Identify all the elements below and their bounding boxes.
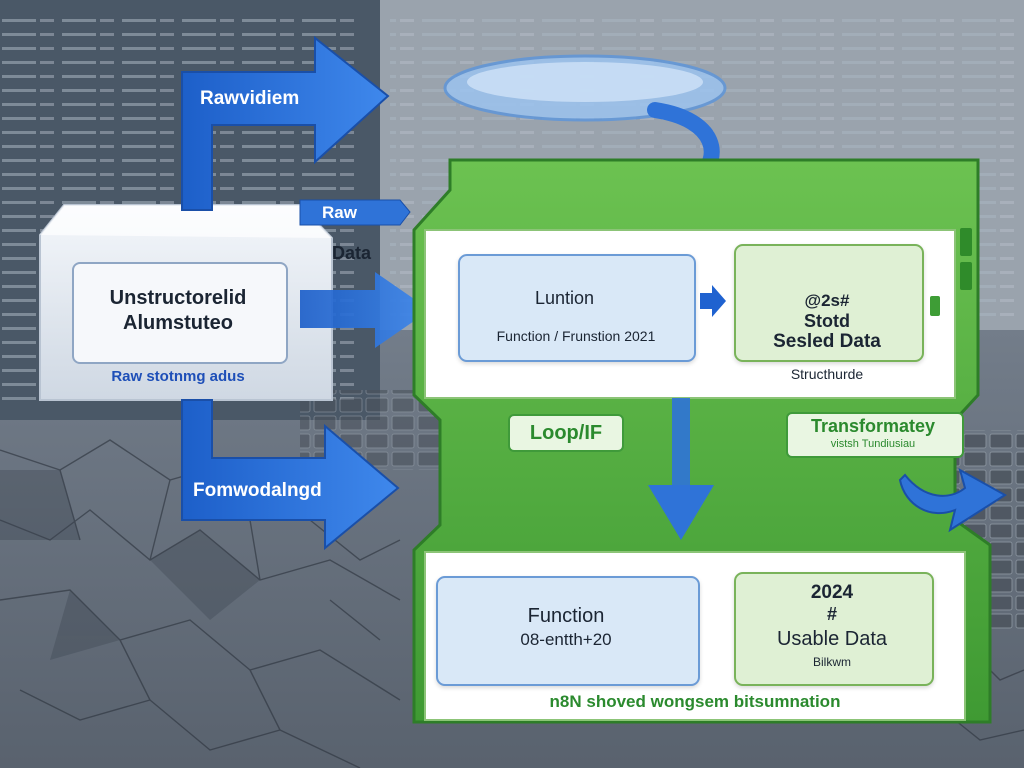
usable-line1: 2024 <box>810 582 854 603</box>
loop-if-badge: Loop/IF <box>508 414 624 452</box>
function-card-bottom <box>436 576 700 686</box>
function-card-top-title: Luntion <box>535 288 595 308</box>
usable-line3: Usable Data <box>776 628 888 650</box>
structured-caption: Structhurde <box>790 366 864 382</box>
function-card-top-subtitle: Function / Frunstion 2021 <box>496 328 656 344</box>
structured-line3: Sesled Data <box>773 331 881 352</box>
function-card-bottom-subtitle: 08-entth+20 <box>520 630 612 649</box>
function-card-top <box>458 254 696 362</box>
transform-badge <box>786 412 964 458</box>
top-arrow-label: Rawvidiem <box>200 88 300 109</box>
unstructured-title-line1: Unstructorelid <box>109 287 247 309</box>
unstructured-card <box>72 262 288 364</box>
usable-data-card <box>734 572 934 686</box>
data-tag-label: Data <box>332 243 372 263</box>
structured-line1: @2s# <box>804 291 850 310</box>
structured-line2: Stotd <box>804 311 850 331</box>
transform-subtitle: vistsh Tundiusiau <box>830 438 916 450</box>
bottom-arrow-label: Fomwodalngd <box>193 480 322 501</box>
usable-caption: Bilkwm <box>813 655 851 669</box>
structured-card <box>734 244 924 362</box>
workflow-footer: n8N shoved wongsem bitsumnation <box>549 692 841 711</box>
transform-title: Transformatey <box>810 416 936 436</box>
raw-caption: Raw stotnmg adus <box>111 368 245 385</box>
raw-tag-label: Raw <box>322 203 357 222</box>
unstructured-title-line2: Alumstuteo <box>123 312 233 334</box>
function-card-bottom-title: Function <box>527 605 605 627</box>
usable-line2: # <box>826 604 837 624</box>
